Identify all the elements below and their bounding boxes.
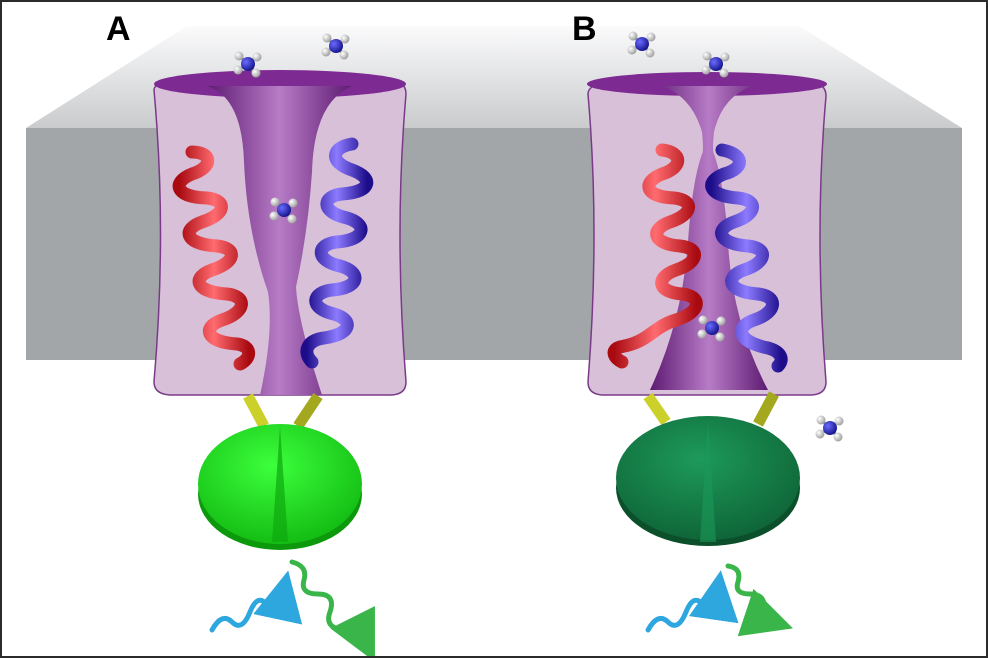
panel-a: A (106, 10, 407, 656)
linker-right-b (753, 391, 779, 427)
linker-right-a (293, 392, 323, 430)
excitation-photon-icon (645, 570, 739, 633)
linker-left-b (643, 392, 671, 426)
pore-rim-b (587, 72, 827, 96)
panel-label-a: A (106, 10, 131, 48)
helix-left-b (607, 143, 703, 369)
linker-left-a (243, 393, 269, 429)
emission-photon-icon (725, 563, 793, 637)
helix-right-a (300, 137, 374, 369)
pore-rim-a (154, 70, 406, 98)
ammonium-molecule-icon (814, 414, 845, 443)
fluorophore-a (198, 424, 362, 550)
panel-b: B (572, 10, 845, 637)
fluorophore-b (616, 416, 800, 546)
excitation-photon-icon (209, 570, 303, 633)
pore-a (207, 86, 352, 395)
helix-left-a (172, 145, 256, 371)
panel-label-b: B (572, 10, 597, 48)
helix-right-b (705, 143, 788, 373)
emission-photon-icon (289, 559, 375, 656)
